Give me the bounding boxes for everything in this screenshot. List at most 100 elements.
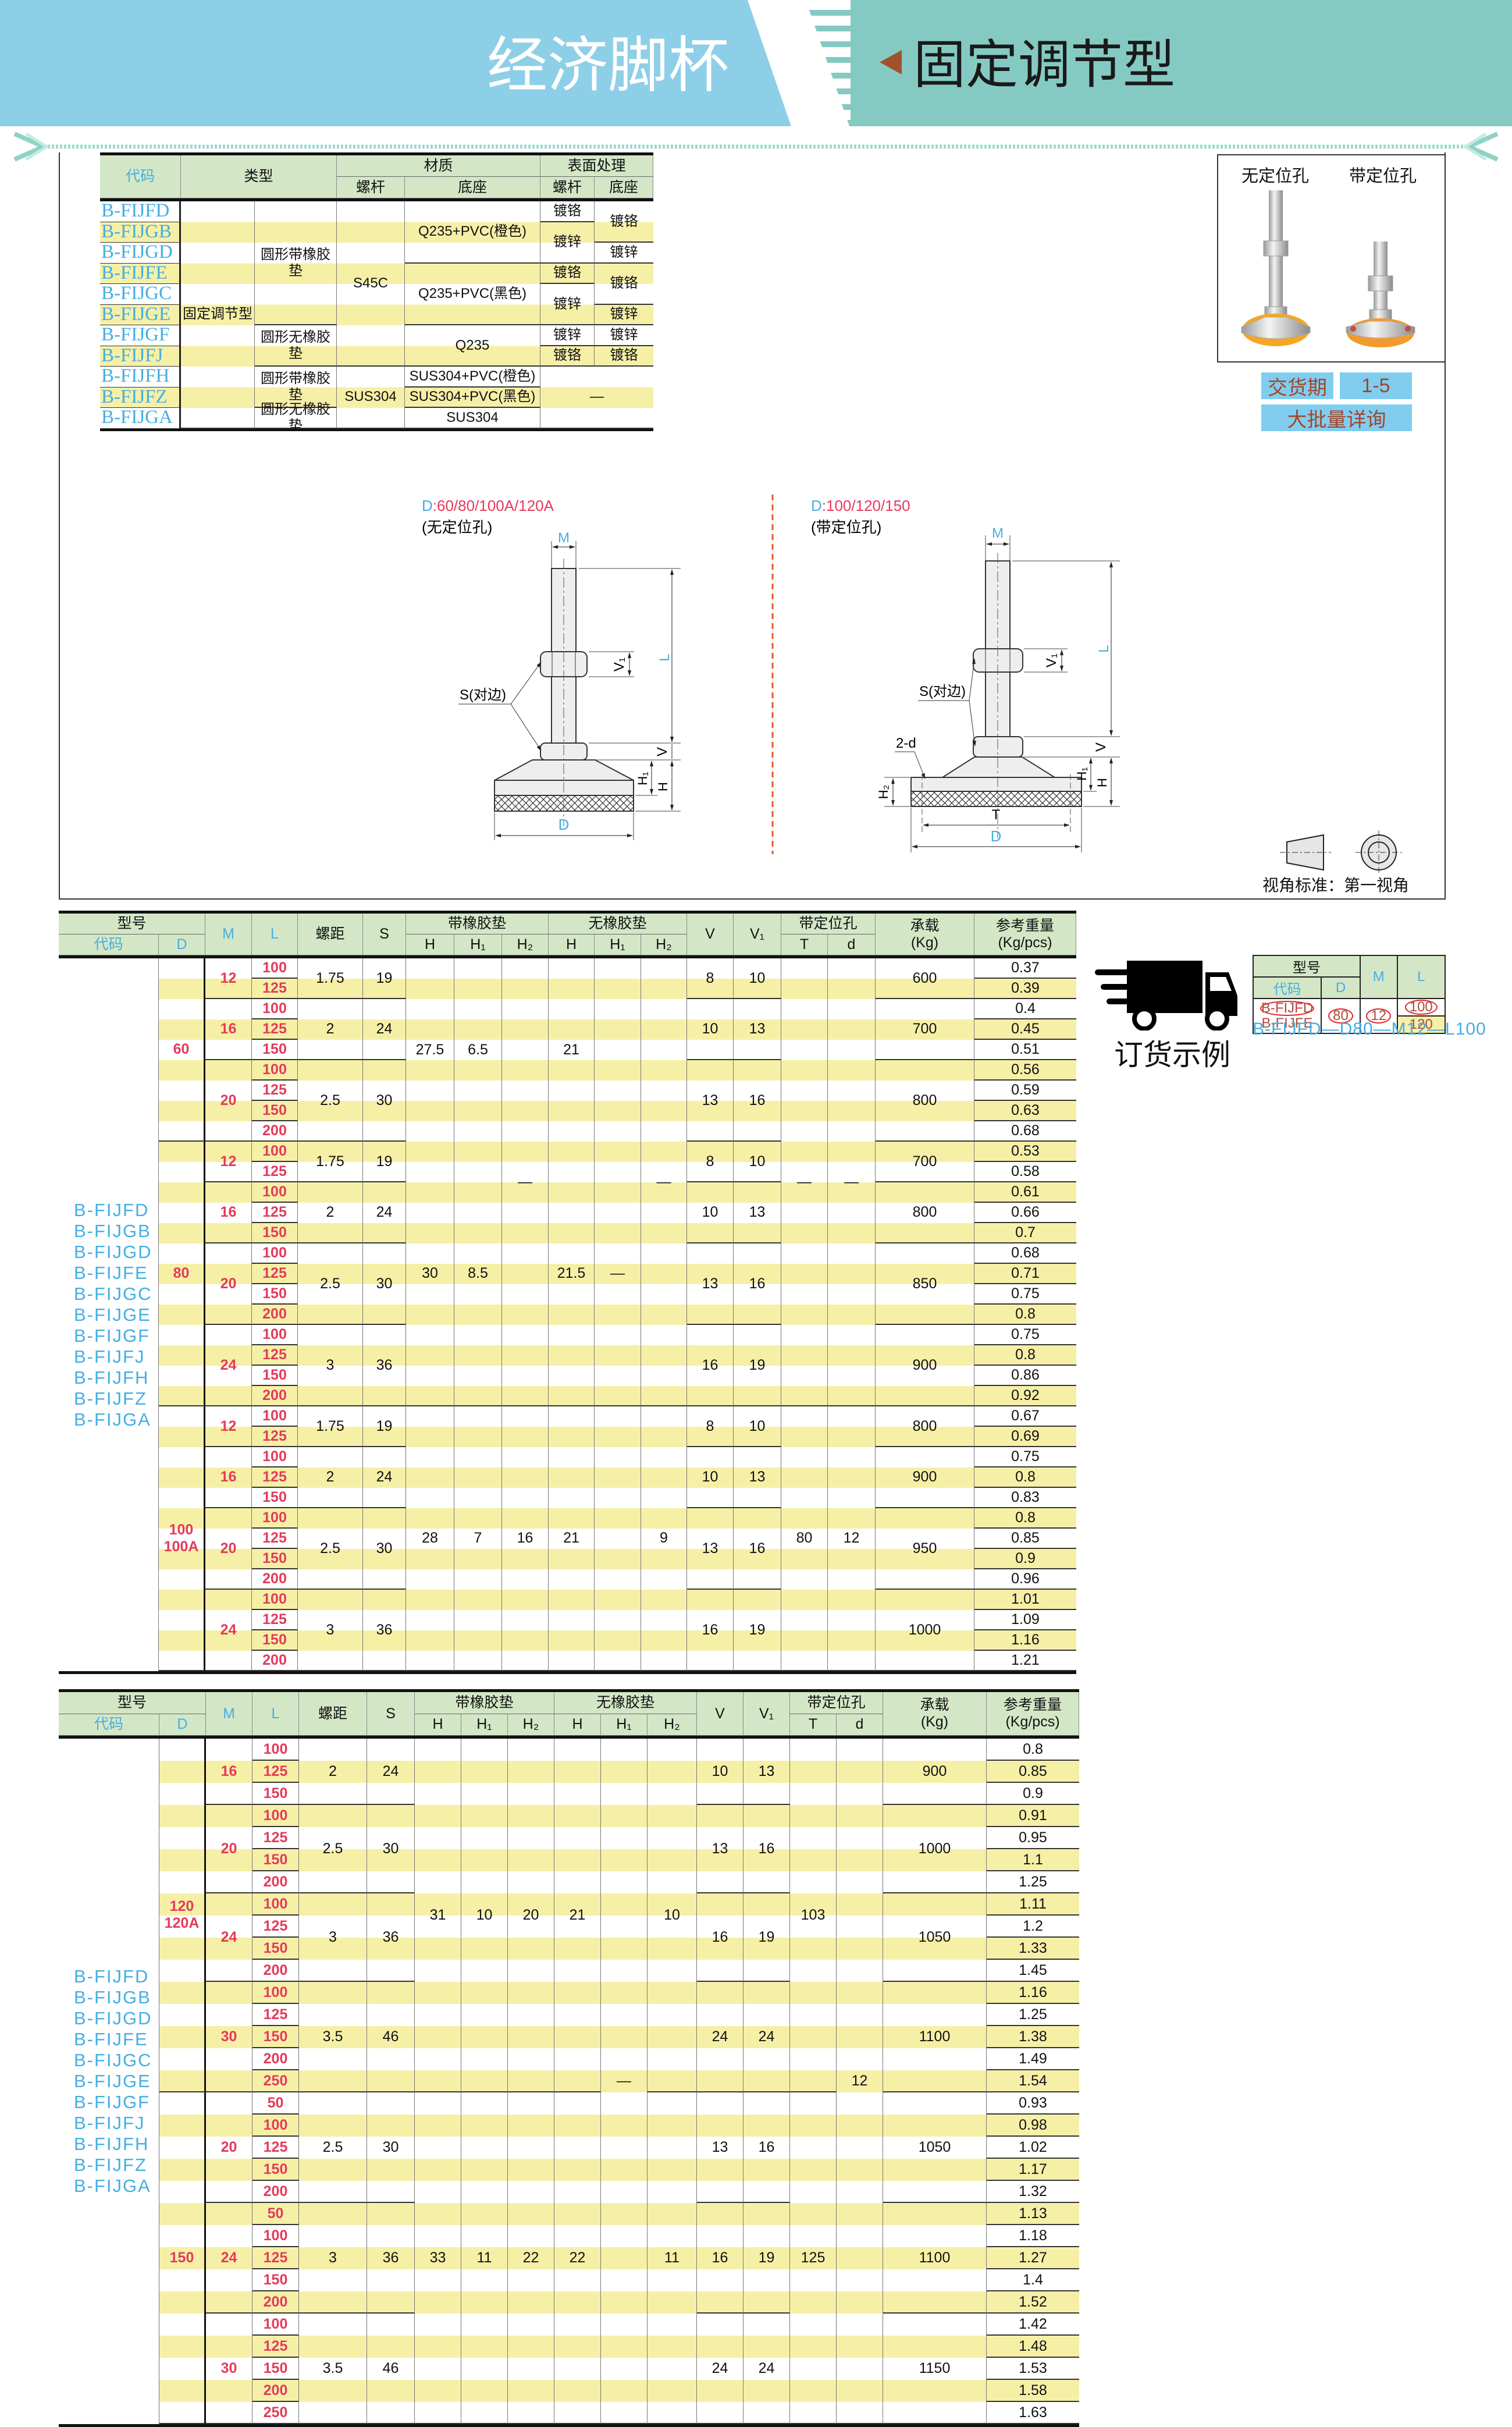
length-cell: 50: [252, 2092, 299, 2115]
weight-cell: 0.45: [974, 1019, 1076, 1040]
weight-cell: 0.75: [974, 1284, 1076, 1305]
product-code-link: B-FIJGE: [100, 304, 181, 325]
dimension-t-cell: 103: [790, 1739, 837, 2092]
weight-cell: 0.91: [987, 1805, 1079, 1827]
dimension-nh1-cell: [595, 958, 641, 1142]
header-model: 型号: [59, 1692, 206, 1714]
length-cell: 200: [252, 2291, 299, 2314]
length-cell: 100: [252, 1142, 298, 1162]
load-cell: 1050: [883, 1893, 987, 1982]
svg-text:(带定位孔): (带定位孔): [811, 518, 881, 536]
dimension-nh2-cell: 10: [648, 1739, 697, 2092]
length-cell: 125: [252, 1081, 298, 1101]
decorative-divider: [13, 132, 1499, 162]
spec-cell: 圆形无橡胶垫: [255, 325, 337, 367]
dimension-nh-cell: 21: [549, 1406, 595, 1671]
weight-cell: 0.56: [974, 1060, 1076, 1081]
header-screw-surface: 螺杆: [540, 177, 595, 198]
product-code-link: B-FIJFJ: [100, 345, 181, 367]
v-cell: 13: [687, 1508, 734, 1590]
length-cell: 100: [252, 1060, 298, 1081]
spec-cell: Q235+PVC(橙色): [405, 201, 540, 264]
header-d: D: [159, 934, 205, 955]
length-cell: 200: [252, 1305, 298, 1325]
length-cell: 125: [252, 2247, 299, 2269]
header-banner: 经济脚杯 固定调节型: [0, 0, 1512, 126]
thread-size-cell: 16: [206, 1739, 252, 1805]
weight-cell: 1.25: [987, 2004, 1079, 2026]
thread-size-cell: 20: [206, 1805, 252, 1893]
length-cell: 100: [252, 1406, 298, 1427]
header-h: H: [554, 1714, 601, 1736]
header-s: S: [363, 914, 406, 955]
weight-cell: 0.68: [974, 1243, 1076, 1264]
load-cell: 800: [876, 1406, 974, 1447]
header-v: V: [687, 914, 734, 955]
length-cell: 150: [252, 2358, 299, 2380]
length-cell: 150: [252, 1101, 298, 1121]
product-code-link: B-FIJFZ: [100, 386, 181, 408]
svg-text:M: M: [558, 530, 570, 546]
length-cell: 125: [252, 1529, 298, 1549]
spec-cell: 镀锌: [540, 284, 595, 325]
length-cell: 150: [252, 1366, 298, 1386]
length-cell: 150: [252, 1040, 298, 1060]
header-surface: 表面处理: [540, 155, 653, 177]
table-2-body: B-FIJFD B-FIJGB B-FIJGD B-FIJFE B-FIJGC …: [59, 1739, 1079, 2427]
header-locate: 带定位孔: [790, 1692, 883, 1714]
length-cell: 125: [252, 1761, 299, 1783]
v1-cell: 13: [743, 1739, 790, 1805]
load-cell: 1000: [876, 1590, 974, 1671]
weight-cell: 1.13: [987, 2203, 1079, 2225]
header-d: d: [828, 934, 876, 955]
weight-cell: 0.8: [974, 1305, 1076, 1325]
thread-size-cell: 24: [206, 1893, 252, 1982]
dimension-nh-cell: 22: [554, 2092, 601, 2424]
weight-cell: 0.9: [974, 1549, 1076, 1569]
svg-text:V₁: V₁: [1044, 653, 1059, 667]
dimension-nh-cell: 21.5: [549, 1142, 595, 1406]
spec-cell: 镀锌: [540, 222, 595, 264]
weight-cell: 0.85: [974, 1529, 1076, 1549]
length-cell: 150: [252, 1938, 299, 1960]
weight-cell: 0.75: [974, 1447, 1076, 1467]
svg-text:H₂: H₂: [876, 785, 891, 799]
svg-text:S(对边): S(对边): [919, 684, 966, 699]
length-cell: 250: [252, 2070, 299, 2092]
weight-cell: 0.53: [974, 1142, 1076, 1162]
dimension-h2-cell: —: [502, 958, 549, 1406]
bulk-inquiry[interactable]: 大批量详询: [1261, 404, 1412, 431]
weight-cell: 1.32: [987, 2181, 1079, 2203]
weight-cell: 1.21: [974, 1651, 1076, 1671]
weight-cell: 0.68: [974, 1121, 1076, 1142]
spec-cell: 圆形无橡胶垫: [255, 401, 337, 433]
length-cell: 125: [252, 2004, 299, 2026]
length-cell: 250: [252, 2402, 299, 2424]
weight-cell: 0.93: [987, 2092, 1079, 2115]
pitch-cell: 2: [298, 999, 363, 1060]
spec-cell: 镀锌: [595, 243, 653, 264]
length-cell: 150: [252, 1849, 299, 1871]
length-cell: 100: [252, 1182, 298, 1203]
weight-cell: 1.52: [987, 2291, 1079, 2314]
svg-text:D: D: [558, 816, 570, 833]
length-cell: 125: [252, 2137, 299, 2159]
header-pitch: 螺距: [299, 1692, 367, 1736]
spec-cell: 镀锌: [595, 305, 653, 325]
spec-cell: 镀铬: [595, 264, 653, 305]
s-cell: 24: [363, 999, 406, 1060]
product-code-link: B-FIJGC: [100, 283, 181, 305]
load-cell: 800: [876, 1182, 974, 1243]
s-cell: 36: [363, 1325, 406, 1406]
order-example-title: 订货示例: [1114, 1039, 1230, 1071]
weight-cell: 0.58: [974, 1162, 1076, 1182]
v-cell: 16: [687, 1590, 734, 1671]
product-code-link: B-FIJGD: [100, 241, 181, 264]
weight-cell: 0.71: [974, 1264, 1076, 1284]
pitch-cell: 1.75: [298, 1142, 363, 1182]
weight-cell: 1.45: [987, 1960, 1079, 1982]
length-cell: 100: [252, 958, 298, 979]
header-no_pad: 无橡胶垫: [554, 1692, 697, 1714]
v-cell: 10: [687, 999, 734, 1060]
